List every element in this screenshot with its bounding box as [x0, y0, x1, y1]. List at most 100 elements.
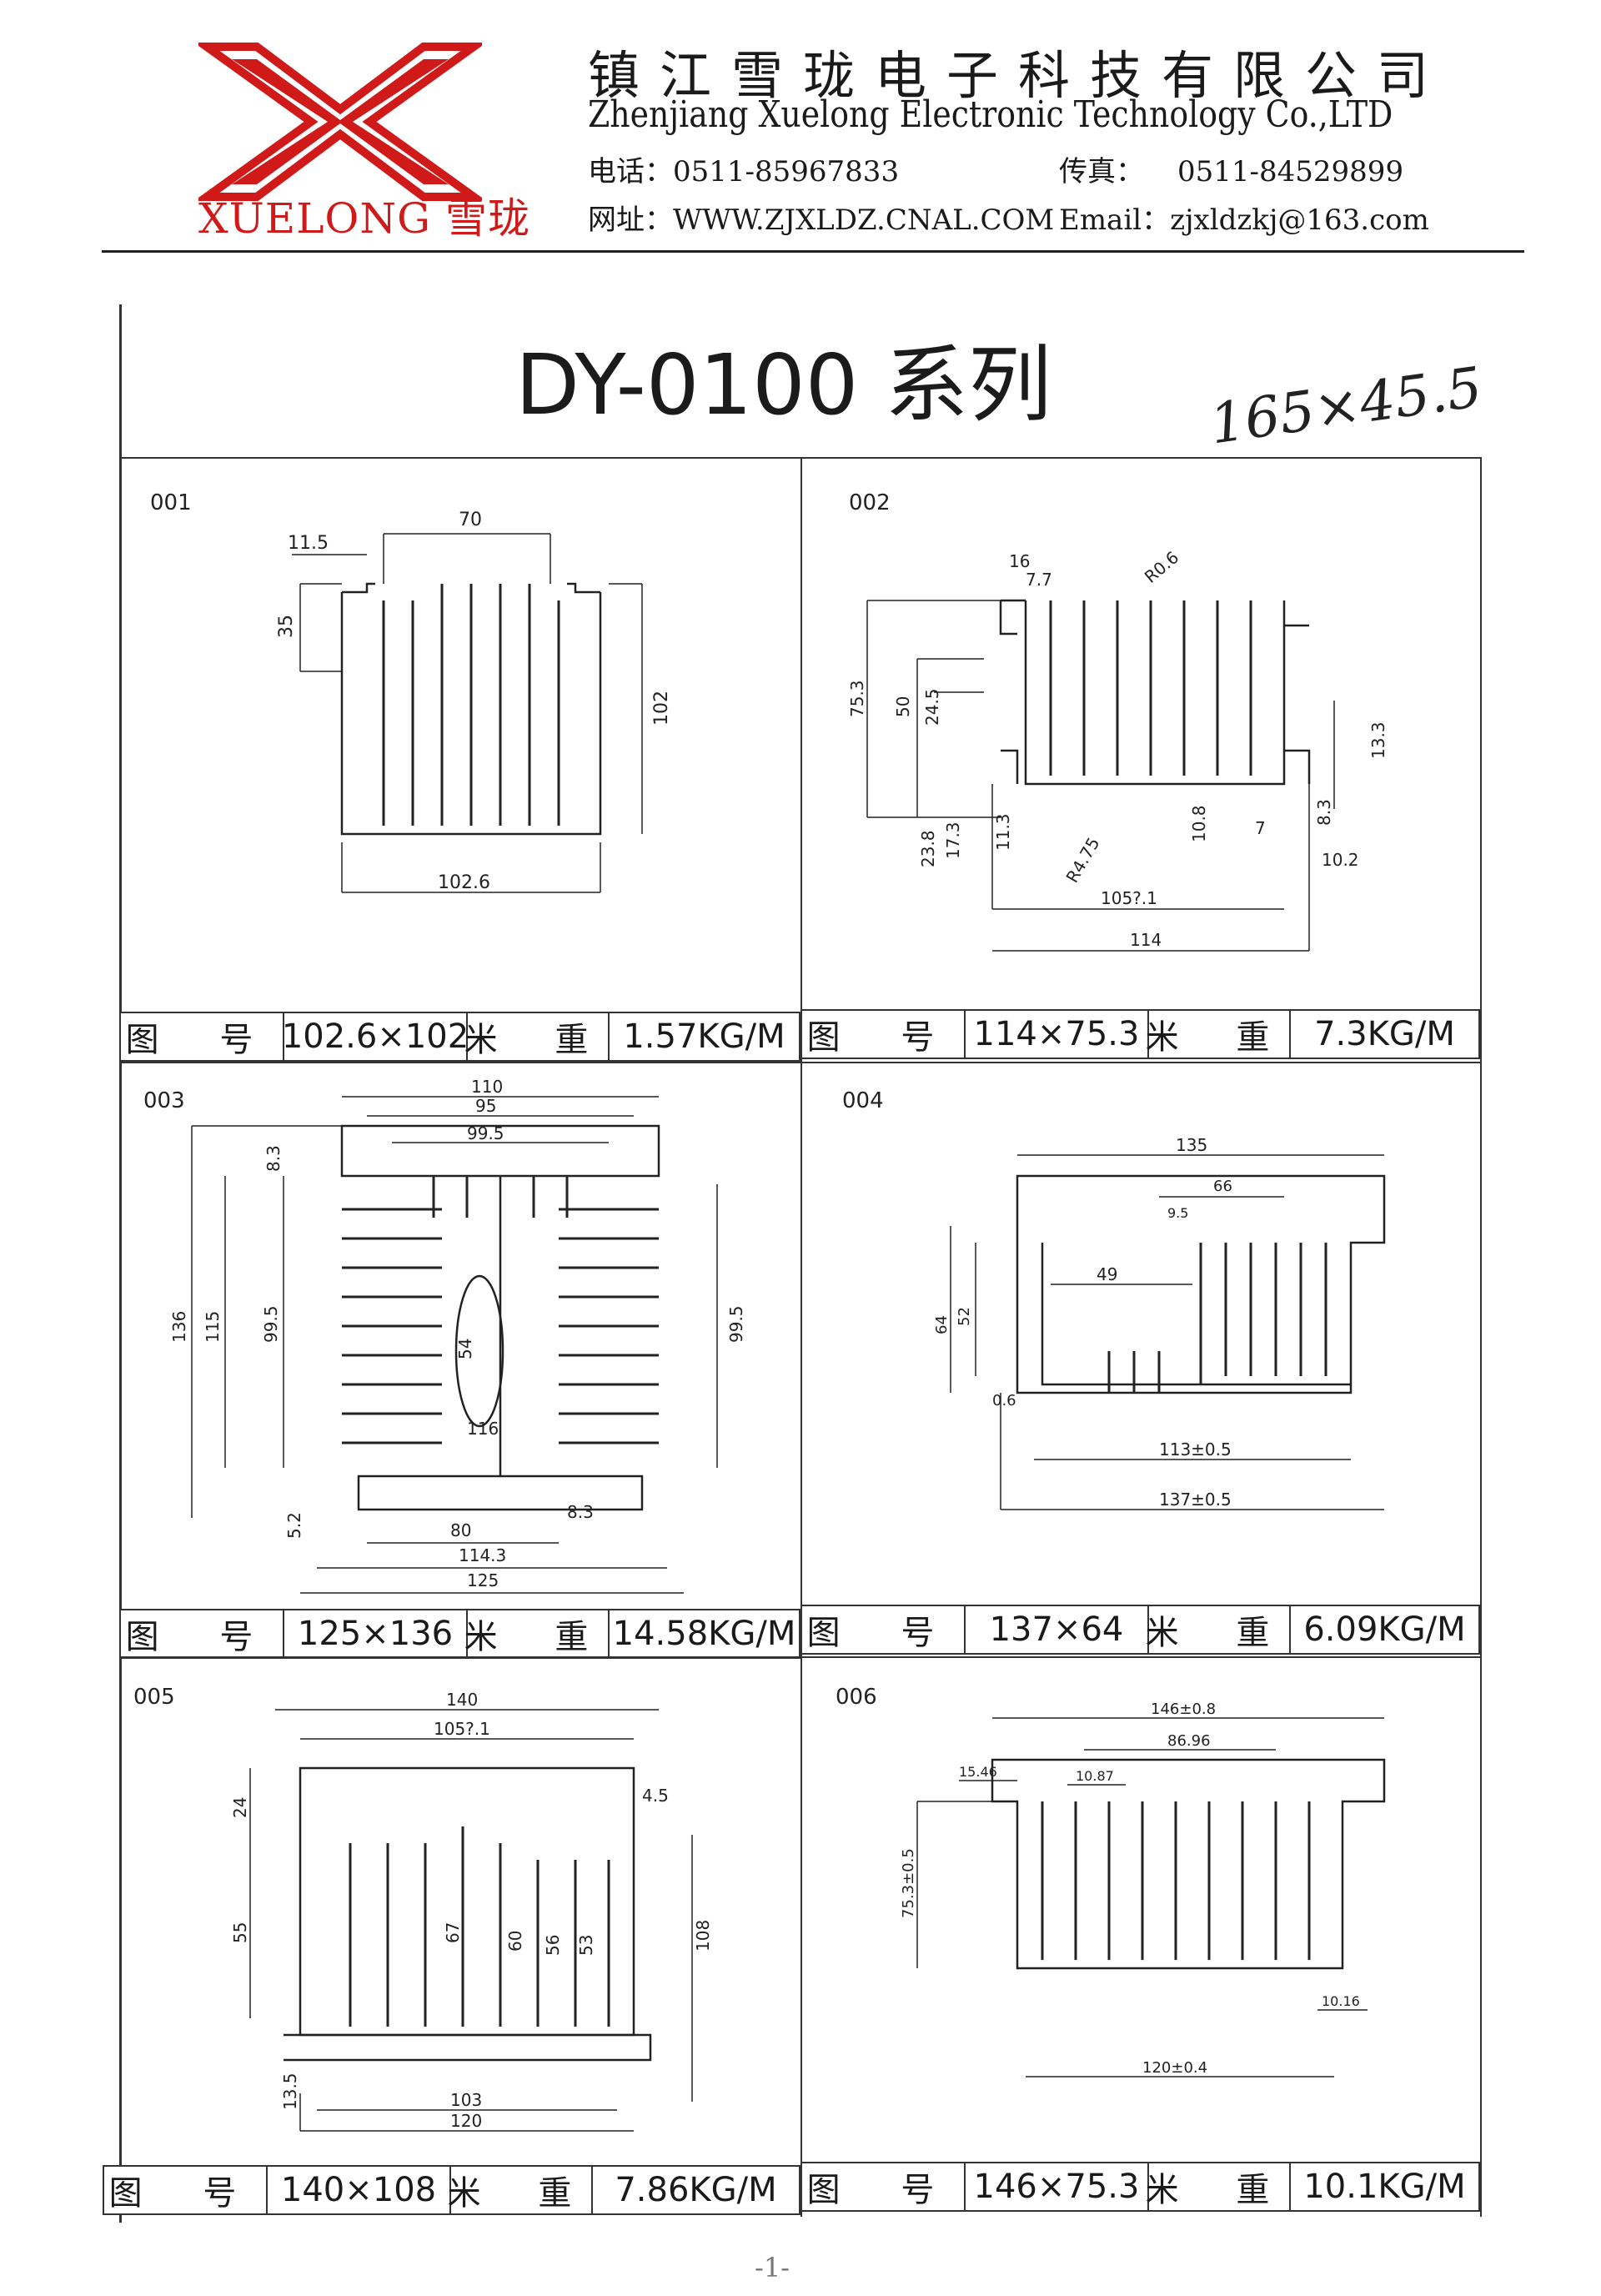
drawing-no-label: 图 号 — [121, 1610, 284, 1657]
dim-label: 137±0.5 — [1159, 1490, 1232, 1510]
page-number: -1- — [755, 2252, 790, 2283]
weight-label: 米 重 — [1146, 1011, 1291, 1058]
web-link[interactable]: WWW.ZJXLDZ.CNAL.COM — [673, 203, 1055, 237]
dim-label: 75.3 — [851, 680, 867, 717]
weight-label: 米 重 — [464, 1610, 610, 1657]
dim-label: 105?.1 — [434, 1719, 490, 1739]
row-divider — [119, 1656, 1480, 1658]
dim-label: 8.3 — [567, 1502, 594, 1522]
dim-label: 4.5 — [642, 1786, 669, 1806]
dim-label: R4.75 — [1062, 834, 1104, 887]
dim-label: 66 — [1213, 1178, 1232, 1195]
dim-label: 99.5 — [467, 1123, 504, 1143]
profile-weight: 7.86KG/M — [615, 2171, 777, 2209]
email-line: Email：zjxldzkj@163.com — [1059, 197, 1429, 238]
dim-label: 99.5 — [726, 1305, 746, 1343]
profile-size: 114×75.3 — [966, 1011, 1149, 1058]
dim-label: 54 — [455, 1339, 475, 1359]
weight-label: 米 重 — [464, 1013, 610, 1060]
profile-weight: 6.09KG/M — [1303, 1610, 1466, 1649]
panel-id: 005 — [133, 1685, 175, 1710]
dim-label: 13.5 — [280, 2072, 300, 2110]
web-line: 网址：WWW.ZJXLDZ.CNAL.COM — [588, 197, 1054, 238]
dim-label: 24.5 — [922, 688, 942, 726]
xuelong-logo — [198, 43, 482, 201]
dim-label: 102 — [651, 691, 672, 726]
dim-label: 0.6 — [992, 1392, 1016, 1409]
weight-label: 米 重 — [1146, 2163, 1291, 2210]
drawing-004: 135 66 9.5 49 64 52 0.6 113±0.5 137±0.5 — [933, 1135, 1386, 1510]
drawing-002: 16 7.7 R0.6 75.3 50 24.5 23.8 17.3 11.3 … — [851, 547, 1388, 952]
fax-label: 传真： — [1059, 155, 1144, 188]
dim-label: 102.6 — [438, 872, 490, 893]
grid-right-border — [119, 457, 1482, 2217]
dim-label: 17.3 — [943, 821, 963, 859]
spec-row-006: 图 号 146×75.3 米 重 10.1KG/M — [800, 2162, 1480, 2212]
dim-label: 11.5 — [288, 533, 329, 554]
dim-label: 140 — [446, 1690, 478, 1710]
spec-row-001: 图 号 102.6×102 米 重 1.57KG/M — [119, 1012, 800, 1062]
dim-label: 11.3 — [993, 813, 1013, 851]
weight-label: 米 重 — [448, 2167, 593, 2213]
drawing-no-label: 图 号 — [121, 1013, 284, 1060]
dim-label: 56 — [543, 1935, 563, 1956]
panel-id: 003 — [143, 1088, 185, 1113]
profile-weight: 14.58KG/M — [612, 1615, 796, 1653]
dim-label: 67 — [443, 1922, 463, 1943]
email-label: Email： — [1059, 203, 1171, 237]
logo-wordmark: XUELONG 雪珑 — [198, 194, 531, 243]
profile-weight: 7.3KG/M — [1314, 1015, 1455, 1053]
phone-number: 0511-85967833 — [673, 155, 900, 188]
profile-weight: 10.1KG/M — [1303, 2168, 1466, 2206]
drawing-no-label: 图 号 — [802, 1606, 966, 1653]
dim-label: 86.96 — [1167, 1732, 1211, 1750]
dim-label: 13.3 — [1368, 721, 1388, 759]
grid-middle-divider — [800, 457, 802, 2217]
spec-row-002: 图 号 114×75.3 米 重 7.3KG/M — [800, 1009, 1480, 1059]
drawing-003: 110 95 99.5 8.3 136 115 99.5 54 116 99.5… — [169, 1077, 746, 1594]
fax-number: 0511-84529899 — [1177, 155, 1404, 188]
header-divider — [102, 250, 1524, 253]
dim-label: 64 — [933, 1315, 951, 1334]
dim-label: 136 — [169, 1311, 189, 1343]
dim-label: 7 — [1255, 818, 1266, 838]
row-divider — [119, 1062, 1480, 1063]
profile-weight: 1.57KG/M — [623, 1017, 785, 1056]
company-name-cn: 镇江雪珑电子科技有限公司 — [588, 45, 1449, 106]
spec-row-005: 图 号 140×108 米 重 7.86KG/M — [103, 2165, 800, 2215]
dim-label: 115 — [203, 1311, 223, 1343]
dim-label: 52 — [956, 1307, 973, 1326]
dim-label: 10.16 — [1322, 1993, 1360, 2009]
dim-label: 60 — [505, 1931, 525, 1952]
profile-size: 102.6×102 — [282, 1013, 469, 1060]
dim-label: 135 — [1176, 1135, 1207, 1155]
dim-label: 125 — [467, 1570, 499, 1590]
spec-row-003: 图 号 125×136 米 重 14.58KG/M — [119, 1609, 800, 1659]
company-name-en: Zhenjiang Xuelong Electronic Technology … — [588, 93, 1393, 136]
dim-label: 70 — [459, 510, 482, 530]
dim-label: 95 — [475, 1096, 496, 1116]
dim-label: 50 — [893, 696, 913, 717]
drawing-no-label: 图 号 — [104, 2167, 268, 2213]
dim-label: 23.8 — [918, 830, 938, 867]
weight-label: 米 重 — [1146, 1606, 1291, 1653]
dim-label: 108 — [693, 1920, 713, 1952]
dim-label: 146±0.8 — [1151, 1701, 1216, 1718]
profile-size: 146×75.3 — [966, 2163, 1149, 2210]
dim-label: 55 — [230, 1922, 250, 1943]
dim-label: 15.46 — [959, 1764, 997, 1780]
dim-label: 7.7 — [1026, 570, 1052, 590]
dim-label: 35 — [276, 615, 297, 638]
profile-size: 137×64 — [966, 1606, 1149, 1653]
drawing-006: 146±0.8 86.96 15.46 10.87 75.3±0.5 10.16… — [901, 1701, 1386, 2077]
dim-label: 120 — [450, 2111, 482, 2131]
email-link[interactable]: zjxldzkj@163.com — [1170, 203, 1429, 237]
dim-label: 49 — [1097, 1264, 1117, 1284]
phone-label: 电话： — [588, 155, 673, 188]
dim-label: 114 — [1130, 930, 1162, 950]
spec-row-004: 图 号 137×64 米 重 6.09KG/M — [800, 1605, 1480, 1655]
dim-label: 103 — [450, 2090, 482, 2110]
profile-size: 125×136 — [284, 1610, 468, 1657]
drawing-005: 140 105?.1 24 4.5 55 67 60 56 53 108 13.… — [230, 1690, 713, 2132]
dim-label: 80 — [450, 1520, 471, 1540]
